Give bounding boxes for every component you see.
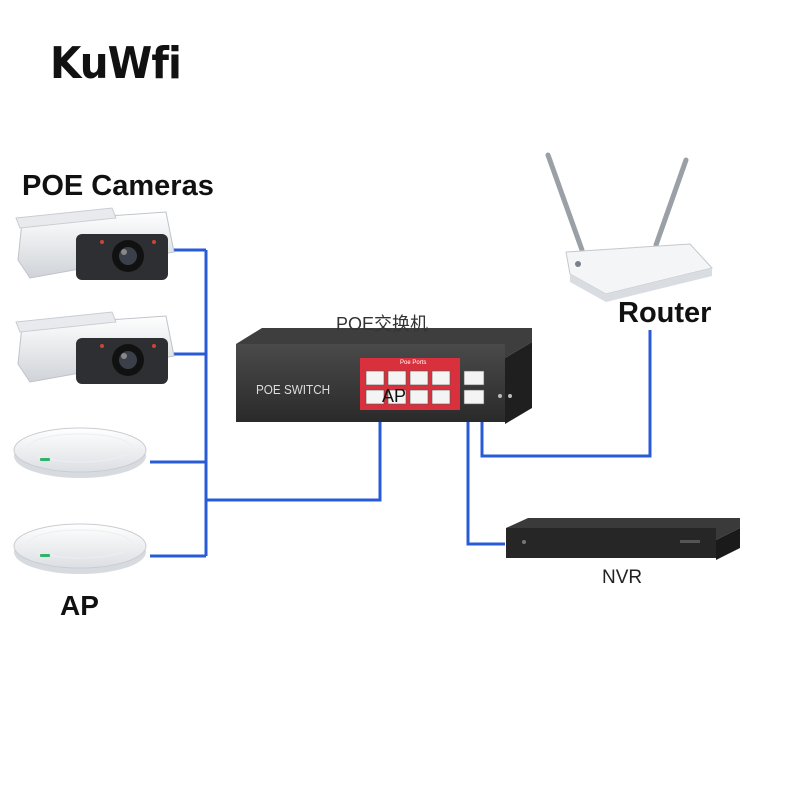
access-point-icon (13, 427, 147, 478)
router-label: Router (618, 297, 712, 329)
switch-icon (236, 328, 532, 424)
switch-ports-title: Poe Ports (400, 360, 427, 366)
router-icon (545, 152, 713, 302)
nvr-label: NVR (602, 567, 643, 588)
switch-ap-overlay: AP (382, 386, 407, 406)
camera-icon (15, 207, 175, 280)
connection-lines (150, 248, 652, 558)
switch-title-label: POE交换机 (336, 314, 429, 334)
ap-label: AP (60, 590, 99, 621)
nvr-icon (506, 518, 740, 560)
camera-icon (15, 311, 175, 384)
cameras-label: POE Cameras (22, 170, 214, 202)
access-point-icon (13, 523, 147, 574)
link-switch-to-nvr (466, 420, 505, 546)
link-bus-to-switch (206, 420, 382, 502)
brand-logo: KuWfi (50, 38, 182, 89)
switch-front-text: POE SWITCH (256, 382, 331, 397)
link-switch-to-router (480, 330, 652, 458)
